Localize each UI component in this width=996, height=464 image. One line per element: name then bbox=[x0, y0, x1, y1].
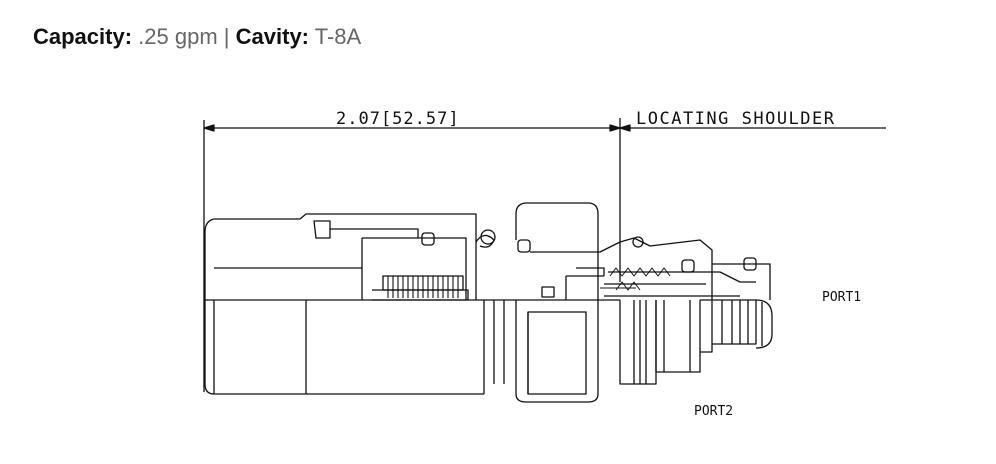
poppet-spring bbox=[600, 267, 671, 291]
cavity-label: Cavity: bbox=[235, 24, 309, 49]
spec-separator: | bbox=[223, 24, 230, 49]
knob-body bbox=[204, 213, 516, 395]
dimension-label: 2.07[52.57] bbox=[336, 109, 460, 129]
spec-line: Capacity: .25 gpm | Cavity: T-8A bbox=[33, 22, 361, 52]
stem bbox=[483, 299, 620, 394]
spring-coils bbox=[387, 276, 459, 298]
locating-shoulder-label: LOCATING SHOULDER bbox=[636, 109, 836, 129]
adjuster-section bbox=[313, 220, 469, 301]
cartridge-body bbox=[604, 236, 773, 385]
dimension-line bbox=[203, 118, 886, 392]
port1-label: PORT1 bbox=[822, 290, 861, 305]
capacity-label: Capacity: bbox=[33, 24, 133, 49]
port2-label: PORT2 bbox=[694, 404, 733, 419]
capacity-value: .25 gpm bbox=[138, 24, 218, 49]
cavity-value: T-8A bbox=[314, 24, 362, 49]
hex-nut bbox=[475, 202, 621, 403]
